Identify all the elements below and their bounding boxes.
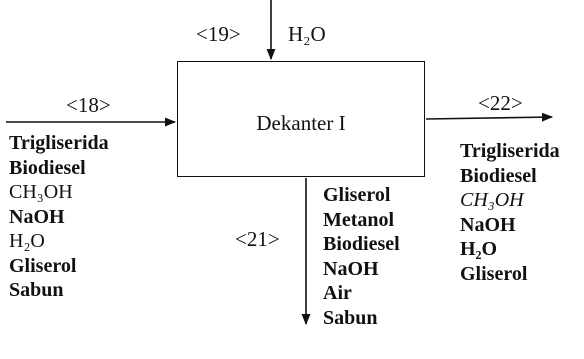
stream-22-components: Trigliserida Biodiesel CH₃OH NaOH H₂O Gl… — [460, 139, 560, 286]
stream-18-components: Trigliserida Biodiesel CH₃OH NaOH H₂O Gl… — [9, 131, 109, 303]
component-item: Gliserol — [323, 184, 391, 206]
component-item: Gliserol — [9, 254, 77, 277]
arrow-stream-22 — [425, 112, 554, 122]
stream-18-id: <18> — [66, 93, 111, 117]
component-item: Trigliserida — [460, 140, 560, 162]
component-item: CH₃OH — [460, 189, 524, 211]
component-item: Biodiesel — [460, 164, 537, 187]
component-item: Gliserol — [460, 262, 528, 285]
stream-21-components: Gliserol Metanol Biodiesel NaOH Air Sabu… — [323, 183, 400, 330]
component-item: NaOH — [9, 205, 65, 228]
unit-name: Dekanter I — [256, 111, 346, 135]
component-item: Biodiesel — [323, 233, 400, 255]
component-item: NaOH — [323, 257, 379, 280]
component-item: Sabun — [323, 306, 378, 329]
component-item: Air — [323, 282, 352, 304]
stream-22-id: <22> — [478, 91, 523, 115]
component-item: Sabun — [9, 279, 64, 301]
component-item: H₂O — [9, 230, 45, 252]
component-item: Metanol — [323, 208, 395, 231]
stream-19-label: H₂O — [288, 22, 326, 46]
component-item: CH₃OH — [9, 181, 73, 203]
component-item: Trigliserida — [9, 132, 109, 154]
stream-19-id: <19> — [196, 22, 241, 46]
stream-21-id: <21> — [235, 227, 280, 251]
component-item: H₂O — [460, 238, 498, 260]
decanter-unit-box: Dekanter I — [177, 61, 425, 177]
component-item: NaOH — [460, 213, 516, 236]
component-item: Biodiesel — [9, 156, 86, 179]
